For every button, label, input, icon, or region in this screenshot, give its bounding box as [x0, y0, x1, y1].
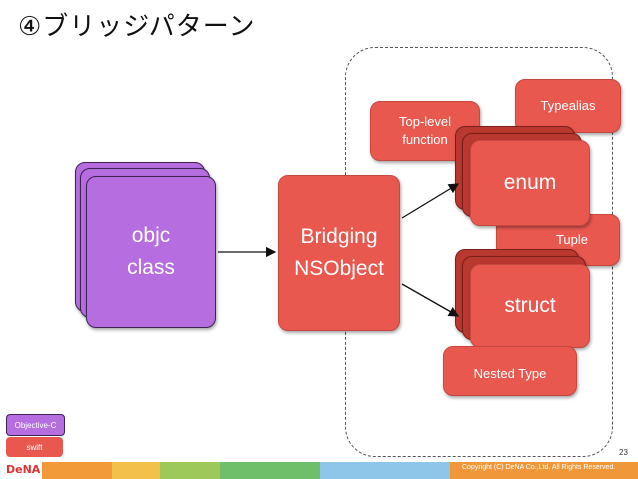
typealias-label: Typealias: [540, 98, 596, 113]
bridging-line2: NSObject: [294, 257, 384, 280]
bridging-line1: Bridging: [300, 225, 378, 248]
tuple-label: Tuple: [555, 232, 589, 247]
dena-logo: DeNA: [6, 463, 41, 476]
copyright-text: Copyright (C) DeNA Co.,Ltd. All Rights R…: [462, 464, 616, 471]
objc-class-line2: class: [127, 256, 175, 279]
top-level-line2: function: [402, 132, 448, 147]
nested-type-label: Nested Type: [473, 366, 547, 381]
legend-swift: swift: [6, 437, 63, 457]
bridging-nsobject-box: Bridging NSObject: [278, 175, 400, 331]
struct-box: struct: [470, 264, 590, 348]
enum-box: enum: [470, 140, 590, 226]
page-number: 23: [619, 448, 628, 457]
legend-objective-c: Objective-C: [6, 414, 65, 436]
top-level-line1: Top-level: [398, 114, 452, 129]
nested-type-box: Nested Type: [443, 346, 577, 396]
typealias-box: Typealias: [515, 79, 621, 133]
objc-class-box: objc class: [86, 176, 216, 328]
objc-class-line1: objc: [131, 224, 171, 247]
footer-bar: [0, 462, 638, 479]
enum-label: enum: [503, 171, 557, 194]
slide-title: ④ブリッジパターン: [18, 12, 256, 42]
struct-label: struct: [504, 294, 556, 317]
